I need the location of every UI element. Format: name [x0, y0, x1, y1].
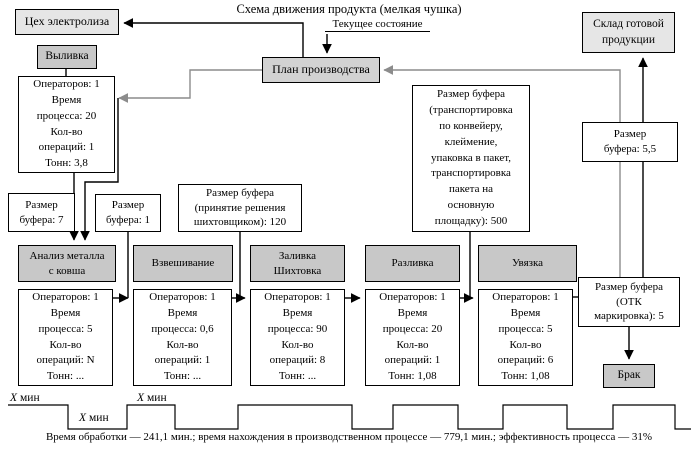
process-detail-casting: Операторов: 1 Время процесса: 20 Кол-во …: [365, 289, 460, 386]
timeline-label-x: X: [79, 412, 87, 424]
diagram-subtitle: Текущее состояние: [325, 18, 430, 32]
timeline-wave: [8, 404, 691, 430]
defect-box: Брак: [603, 364, 655, 388]
process-box-weighing: Взвешивание: [133, 245, 233, 282]
process-detail-filling: Операторов: 1 Время процесса: 90 Кол-во …: [250, 289, 345, 386]
process-detail-weighing: Операторов: 1 Время процесса: 0,6 Кол-во…: [133, 289, 232, 386]
buffer-1-box: Размер буфера: 1: [95, 194, 161, 232]
line-schedule-to-analysis: [80, 98, 119, 241]
process-detail-binding: Операторов: 1 Время процесса: 5 Кол-во о…: [478, 289, 573, 386]
production-plan-box: План производства: [262, 57, 380, 83]
buffer-7-box: Размер буфера: 7: [8, 193, 75, 232]
process-detail-analysis: Операторов: 1 Время процесса: 5 Кол-во о…: [18, 289, 113, 386]
info-line-plan-to-pouring: [118, 69, 262, 103]
process-box-analysis: Анализ металла с ковша: [18, 245, 116, 282]
diagram-title: Схема движения продукта (мелкая чушка): [236, 2, 462, 16]
timeline-label-x: X: [137, 392, 145, 404]
summary-caption: Время обработки — 241,1 мин.; время нахо…: [45, 431, 653, 443]
timeline-label-unit: мин: [147, 392, 167, 404]
pouring-box: Выливка: [37, 45, 97, 69]
buffer-120-box: Размер буфера (принятие решения шихтовщи…: [178, 184, 302, 232]
pouring-detail-box: Операторов: 1 Время процесса: 20 Кол-во …: [18, 76, 115, 173]
warehouse-box: Склад готовой продукции: [582, 12, 675, 53]
process-box-casting: Разливка: [365, 245, 460, 282]
buffer-5-5-box: Размер буфера: 5,5: [582, 122, 678, 162]
buffer-500-box: Размер буфера (транспортировка по конвей…: [412, 85, 530, 232]
buffer-otk-box: Размер буфера (ОТК маркировка): 5: [578, 277, 680, 327]
info-line-otk-to-plan: [383, 65, 621, 277]
line-plan-to-electrolysis: [123, 18, 304, 57]
timeline-label-unit: мин: [20, 392, 40, 404]
timeline-label-unit: мин: [89, 412, 109, 424]
timeline-label-x: X: [10, 392, 18, 404]
electrolysis-shop-box: Цех электролиза: [15, 9, 119, 35]
process-box-filling: Заливка Шихтовка: [250, 245, 345, 282]
process-box-binding: Увязка: [478, 245, 577, 282]
